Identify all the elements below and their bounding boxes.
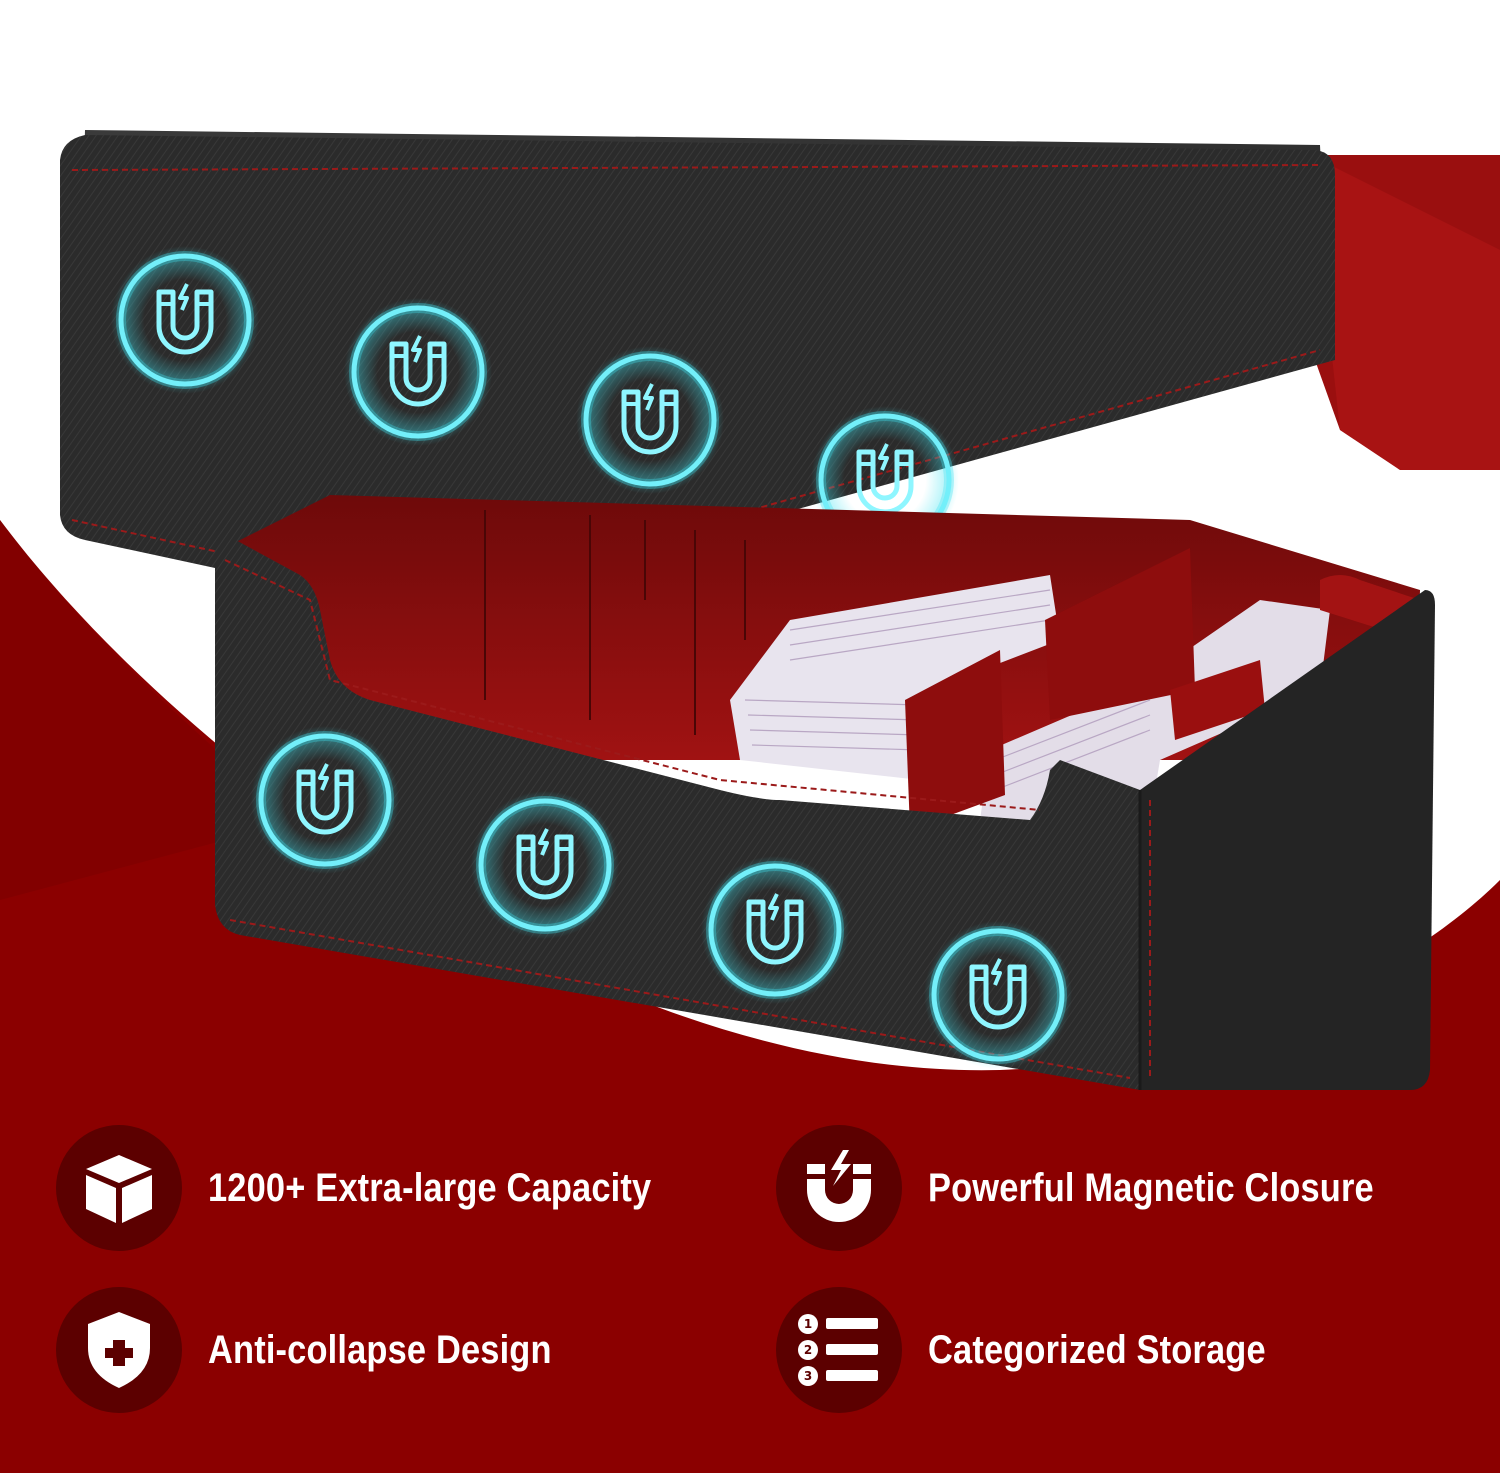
feature-magnetic-closure: Powerful Magnetic Closure bbox=[776, 1125, 1446, 1251]
glowing-magnet-icon bbox=[344, 298, 492, 446]
feature-icon-circle bbox=[56, 1125, 182, 1251]
glowing-magnet-icon bbox=[924, 921, 1072, 1069]
glowing-magnet-icon bbox=[251, 726, 399, 874]
shield-plus-icon bbox=[88, 1312, 150, 1388]
numbered-list-icon: 1 2 3 bbox=[798, 1314, 878, 1386]
feature-categorized-storage: 1 2 3 Categorized Storage bbox=[776, 1287, 1321, 1413]
feature-capacity: 1200+ Extra-large Capacity bbox=[56, 1125, 724, 1251]
red-background-sweep bbox=[0, 520, 1500, 1473]
feature-label: Categorized Storage bbox=[928, 1327, 1266, 1372]
glowing-magnet-icon bbox=[576, 346, 724, 494]
feature-label: Powerful Magnetic Closure bbox=[928, 1165, 1374, 1210]
storage-box bbox=[215, 495, 1435, 1090]
feature-icon-circle: 1 2 3 bbox=[776, 1287, 902, 1413]
svg-text:3: 3 bbox=[804, 1369, 812, 1383]
svg-text:2: 2 bbox=[804, 1343, 812, 1357]
feature-icon-circle bbox=[776, 1125, 902, 1251]
glowing-magnet-icon bbox=[701, 856, 849, 1004]
feature-label: Anti-collapse Design bbox=[208, 1327, 552, 1372]
feature-label: 1200+ Extra-large Capacity bbox=[208, 1165, 652, 1210]
box-icon bbox=[86, 1155, 152, 1223]
glowing-magnet-icon bbox=[471, 791, 619, 939]
lid bbox=[60, 130, 1500, 611]
glowing-magnet-icon bbox=[111, 246, 259, 394]
svg-text:1: 1 bbox=[804, 1317, 812, 1331]
feature-icon-circle bbox=[56, 1287, 182, 1413]
magnet-icon bbox=[807, 1150, 871, 1222]
box-front-face bbox=[215, 537, 1140, 1090]
feature-anti-collapse: Anti-collapse Design bbox=[56, 1287, 608, 1413]
